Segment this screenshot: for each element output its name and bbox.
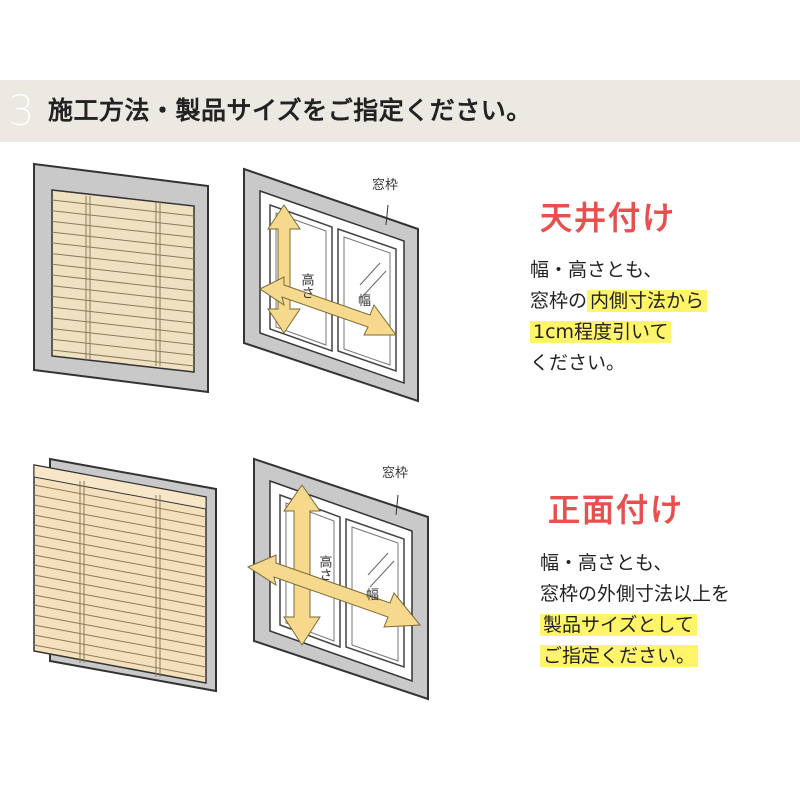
blind-slat bbox=[33, 544, 207, 578]
blind-slat bbox=[51, 242, 195, 260]
blind-slat bbox=[51, 349, 195, 367]
description-text: 幅・高さとも、 bbox=[530, 259, 663, 281]
inside-mount-window-illustration: 高さ 幅 窓枠 bbox=[243, 167, 419, 403]
blind-slat bbox=[33, 624, 207, 658]
inside-mount-title: 天井付け bbox=[540, 199, 677, 237]
blind-slat bbox=[51, 220, 195, 238]
blind-slat bbox=[33, 644, 207, 678]
blind-slat bbox=[51, 295, 195, 313]
description-line: ご指定ください。 bbox=[540, 641, 730, 672]
blind-slat bbox=[33, 514, 207, 548]
outside-mount-blind-illustration bbox=[33, 457, 217, 693]
inside-mount-blind-illustration bbox=[33, 162, 209, 394]
description-line: ください。 bbox=[530, 348, 707, 379]
description-line: 幅・高さとも、 bbox=[540, 548, 730, 579]
width-label-inside: 幅 bbox=[358, 294, 371, 309]
description-line: 窓枠の内側寸法から bbox=[530, 286, 708, 317]
blind-slat bbox=[51, 306, 195, 324]
blind-slat bbox=[33, 524, 207, 558]
blind-slat bbox=[51, 231, 195, 249]
highlighted-text: 製品サイズとして bbox=[540, 614, 697, 636]
blind-slat bbox=[51, 210, 195, 228]
blind-slat bbox=[33, 584, 207, 618]
description-line: 製品サイズとして bbox=[540, 610, 730, 641]
step-number: 3 bbox=[8, 86, 35, 135]
outside-mount-description: 幅・高さとも、窓枠の外側寸法以上を製品サイズとしてご指定ください。 bbox=[540, 548, 730, 672]
blind-slat bbox=[33, 634, 207, 668]
blind-slat bbox=[33, 564, 207, 598]
blind-slat bbox=[51, 263, 195, 281]
section-title: 施工方法・製品サイズをご指定ください。 bbox=[48, 96, 532, 125]
blind-slat bbox=[51, 199, 195, 217]
width-label-outside: 幅 bbox=[366, 588, 379, 603]
blind-slat bbox=[33, 534, 207, 568]
blind-slat bbox=[33, 494, 207, 528]
highlighted-text: 1cm程度引いて bbox=[530, 321, 672, 343]
highlighted-text: 内側寸法から bbox=[587, 290, 708, 312]
description-text: ください。 bbox=[530, 352, 626, 374]
blind-slat bbox=[51, 285, 195, 303]
blind-slat bbox=[33, 594, 207, 628]
description-text: 窓枠の外側寸法以上を bbox=[540, 583, 731, 605]
blind-slat bbox=[33, 554, 207, 588]
height-label-outside: 高さ bbox=[317, 554, 333, 581]
blind-slat bbox=[51, 317, 195, 335]
description-text: 幅・高さとも、 bbox=[540, 552, 673, 574]
blind-slat bbox=[51, 328, 195, 346]
blind-slat bbox=[33, 604, 207, 638]
description-line: 幅・高さとも、 bbox=[530, 255, 707, 286]
height-label-inside: 高さ bbox=[299, 272, 315, 299]
frame-label-inside: 窓枠 bbox=[372, 177, 398, 193]
blind-slat bbox=[33, 484, 207, 518]
outside-mount-window-illustration: 高さ 幅 窓枠 bbox=[246, 457, 429, 701]
description-line: 窓枠の外側寸法以上を bbox=[540, 579, 730, 610]
blind-slat bbox=[33, 574, 207, 608]
blind-slat bbox=[33, 504, 207, 538]
outside-mount-title: 正面付け bbox=[548, 491, 685, 529]
frame-label-outside: 窓枠 bbox=[382, 465, 408, 481]
description-line: 1cm程度引いて bbox=[530, 317, 707, 348]
section-header: 3 施工方法・製品サイズをご指定ください。 bbox=[0, 80, 800, 142]
highlighted-text: ご指定ください。 bbox=[540, 645, 699, 667]
blind-slat bbox=[33, 614, 207, 648]
blind-slat bbox=[51, 253, 195, 271]
description-text: 窓枠の bbox=[530, 290, 588, 312]
blind-slat bbox=[51, 338, 195, 356]
blind-slat bbox=[51, 274, 195, 292]
